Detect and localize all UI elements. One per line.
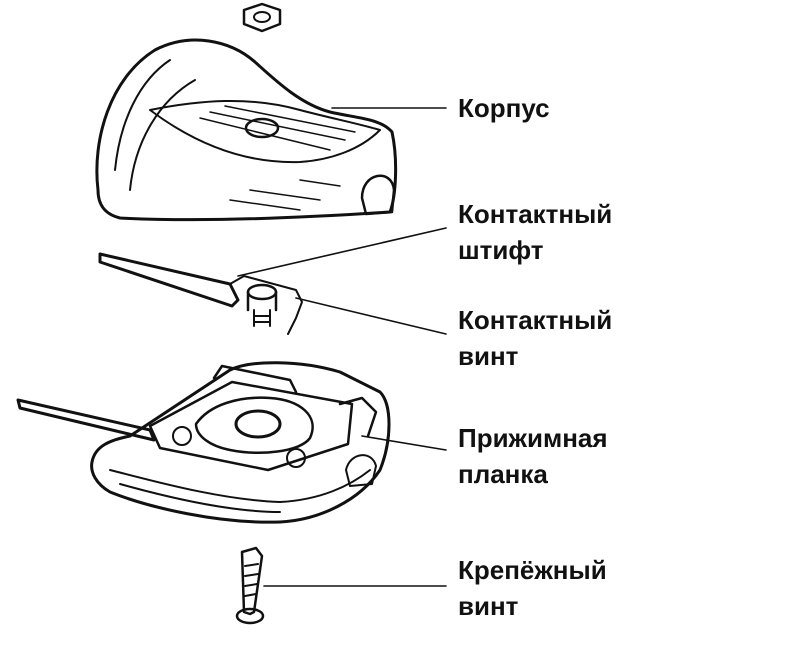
- label-contact-screw: Контактный винт: [458, 302, 612, 374]
- label-clamp-plate: Прижимная планка: [458, 420, 608, 492]
- label-contact-screw-line-2: винт: [458, 341, 519, 371]
- nut: [242, 2, 282, 33]
- contact-pin: [98, 252, 303, 335]
- label-contact-pin-line-2: штифт: [458, 235, 544, 265]
- label-contact-pin-line-1: Контактный: [458, 199, 613, 229]
- label-contact-pin: Контактный штифт: [458, 196, 612, 268]
- label-housing: Корпус: [458, 90, 550, 126]
- label-fixing-screw: Крепёжный винт: [458, 552, 607, 624]
- fixing-screw: [235, 546, 265, 625]
- label-clamp-plate-line-2: планка: [458, 459, 548, 489]
- label-housing-line-1: Корпус: [458, 93, 550, 123]
- label-contact-screw-line-1: Контактный: [458, 305, 613, 335]
- base-with-clamp-plate: [16, 361, 391, 524]
- housing-part: [95, 38, 398, 222]
- leader-lines: [237, 107, 447, 587]
- label-fixing-screw-line-2: винт: [458, 591, 519, 621]
- label-fixing-screw-line-1: Крепёжный: [458, 555, 607, 585]
- contact-screw: [246, 283, 278, 327]
- label-clamp-plate-line-1: Прижимная: [458, 423, 608, 453]
